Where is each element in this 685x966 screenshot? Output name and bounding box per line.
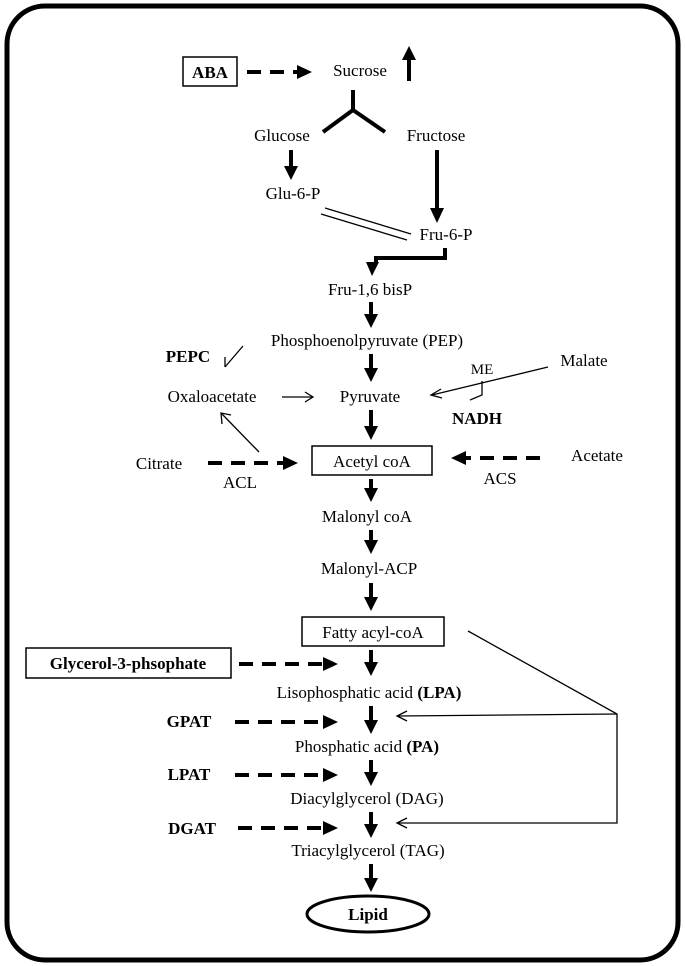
fru6p-to-fru16bisp-line xyxy=(374,248,447,264)
pa-label: Phosphatic acid (PA) xyxy=(295,737,439,756)
sucrose-increase-arrowhead xyxy=(402,46,416,60)
oxaloacetate-label: Oxaloacetate xyxy=(168,387,257,406)
oxaloacetate-to-pyruvate-barb xyxy=(304,391,315,403)
citrate-to-acetylcoa-arrowhead xyxy=(283,456,298,470)
citrate-to-oxaloacetate-barb xyxy=(220,412,232,425)
glycerol3p-label: Glycerol-3-phsophate xyxy=(50,654,207,673)
lpat-arrowhead xyxy=(323,768,338,782)
lpa-to-pa-arrowhead xyxy=(364,720,378,734)
gpat-label: GPAT xyxy=(167,712,212,731)
aba-box xyxy=(182,56,238,87)
acetylcoa-to-malonylcoa-arrowhead xyxy=(364,488,378,502)
fattyacylcoa-to-lpa-arrowhead xyxy=(364,662,378,676)
glu6p-fru6p-equilibrium-line-1 xyxy=(324,207,412,235)
sucrose-label: Sucrose xyxy=(333,61,387,80)
malonylcoa-to-malonylacp-arrowhead xyxy=(364,540,378,554)
glu6p-label: Glu-6-P xyxy=(266,184,321,203)
sucrose-split-to-fructose xyxy=(351,108,387,134)
gpat-arrowhead xyxy=(323,715,338,729)
fattyacylcoa-right-branch-line xyxy=(398,630,618,824)
pyruvate-label: Pyruvate xyxy=(340,387,400,406)
malate-to-pyruvate-line xyxy=(431,366,549,396)
fattyacylcoa-to-lpa-barb xyxy=(395,710,408,722)
pepc-label: PEPC xyxy=(166,347,210,366)
me-label: ME xyxy=(471,362,494,378)
tag-label: Triacylglycerol (TAG) xyxy=(291,841,444,860)
lipid-ellipse xyxy=(305,894,431,934)
pyruvate-to-acetylcoa-arrowhead xyxy=(364,426,378,440)
fru6p-label: Fru-6-P xyxy=(420,225,473,244)
pa-abbreviation: (PA) xyxy=(406,737,439,756)
malate-label: Malate xyxy=(560,351,607,370)
pa-to-dag-arrowhead xyxy=(364,772,378,786)
acetylcoa-box xyxy=(311,445,433,476)
acs-label: ACS xyxy=(483,469,516,488)
lipid-label: Lipid xyxy=(348,905,388,924)
fattyacylcoa-to-tag-barb xyxy=(395,817,408,829)
pep-to-oxaloacetate-branch-line xyxy=(224,345,244,368)
lpa-label: Lisophosphatic acid (LPA) xyxy=(277,683,462,702)
dgat-label: DGAT xyxy=(168,819,217,838)
acetylcoa-label: Acetyl coA xyxy=(333,452,412,471)
sucrose-split-to-glucose xyxy=(321,108,355,134)
nadh-label: NADH xyxy=(452,409,502,428)
citrate-label: Citrate xyxy=(136,454,182,473)
acetate-label: Acetate xyxy=(571,446,623,465)
fru16bisp-to-pep-arrowhead xyxy=(364,314,378,328)
fru16bisp-label: Fru-1,6 bisP xyxy=(328,280,412,299)
acl-label: ACL xyxy=(223,473,257,492)
malonylacp-to-fattyacylcoa-arrowhead xyxy=(364,597,378,611)
acetate-to-acetylcoa-arrowhead xyxy=(451,451,466,465)
fructose-to-fru6p-arrowhead xyxy=(430,208,444,223)
tag-to-lipid-arrowhead xyxy=(364,878,378,892)
glu6p-fru6p-equilibrium-line-2 xyxy=(320,213,408,241)
glucose-to-glu6p-arrowhead xyxy=(284,166,298,180)
lpat-label: LPAT xyxy=(168,765,211,784)
nadh-branch-line xyxy=(469,381,483,401)
pep-label: Phosphoenolpyruvate (PEP) xyxy=(271,331,463,350)
malonylcoa-label: Malonyl coA xyxy=(322,507,413,526)
fattyacylcoa-box xyxy=(301,616,445,647)
fattyacylcoa-label: Fatty acyl-coA xyxy=(322,623,424,642)
citrate-to-oxaloacetate-line xyxy=(221,413,260,453)
dag-to-tag-arrowhead xyxy=(364,824,378,838)
glycerol3p-box xyxy=(25,647,232,679)
malonylacp-label: Malonyl-ACP xyxy=(321,559,417,578)
fattyacylcoa-to-lpa-branch-line xyxy=(397,713,618,717)
fru6p-to-fru16bisp-arrowhead xyxy=(366,262,379,276)
malate-to-pyruvate-barb xyxy=(429,388,443,399)
lpa-abbreviation: (LPA) xyxy=(417,683,461,702)
glucose-label: Glucose xyxy=(254,126,310,145)
fructose-label: Fructose xyxy=(407,126,466,145)
dag-label: Diacylglycerol (DAG) xyxy=(290,789,443,808)
aba-to-sucrose-arrowhead xyxy=(297,65,312,79)
aba-label: ABA xyxy=(192,63,229,82)
diagram-frame xyxy=(4,3,681,963)
pep-to-pyruvate-arrowhead xyxy=(364,368,378,382)
lpa-name-text: Lisophosphatic acid xyxy=(277,683,418,702)
dgat-arrowhead xyxy=(323,821,338,835)
pa-name-text: Phosphatic acid xyxy=(295,737,406,756)
glycerol3p-to-lpa-arrowhead xyxy=(323,657,338,671)
